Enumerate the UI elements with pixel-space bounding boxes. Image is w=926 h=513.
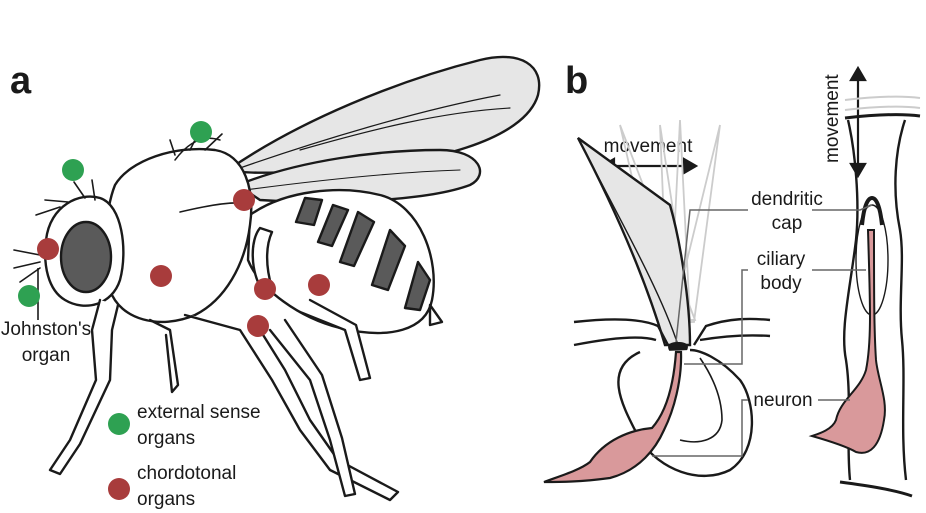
legend-chordotonal-line2: organs bbox=[137, 489, 195, 510]
socket bbox=[573, 317, 771, 347]
fly-drawing bbox=[13, 55, 541, 502]
external-sense-organ-dot bbox=[62, 159, 84, 181]
panel-b-letter: b bbox=[565, 60, 588, 102]
dendritic-cap-socket bbox=[668, 342, 688, 352]
chordotonal-organ-dot bbox=[247, 315, 269, 337]
ciliary-body-label-line1: ciliary bbox=[757, 249, 806, 270]
movement-vertical-label: movement bbox=[822, 74, 843, 163]
chordotonal-organ-dot bbox=[308, 274, 330, 296]
panel-a-letter: a bbox=[10, 60, 32, 102]
chordotonal-organ-dot bbox=[37, 238, 59, 260]
chordotonal-organ-dot bbox=[254, 278, 276, 300]
dendritic-cap-right bbox=[860, 195, 884, 226]
legend-green-dot bbox=[108, 413, 130, 435]
legend-external-line1: external sense bbox=[137, 402, 261, 423]
neuron-label: neuron bbox=[753, 390, 812, 411]
legend-chordotonal-line1: chordotonal bbox=[137, 463, 236, 484]
chordotonal-organ-dot bbox=[150, 265, 172, 287]
neuron-right bbox=[808, 229, 886, 454]
external-sense-organ-dot bbox=[190, 121, 212, 143]
legend-red-dot bbox=[108, 478, 130, 500]
label-lines bbox=[652, 204, 873, 457]
johnstons-label-line1: Johnston's bbox=[1, 319, 91, 340]
chordotonal-organ-dot bbox=[233, 189, 255, 211]
movement-vertical-arrow bbox=[849, 65, 867, 179]
dendritic-cap-label-line1: dendritic bbox=[751, 189, 823, 210]
neuron-left bbox=[543, 350, 683, 484]
johnstons-label-line2: organ bbox=[22, 345, 71, 366]
legend-external-line2: organs bbox=[137, 428, 195, 449]
dendritic-cap-label-line2: cap bbox=[772, 213, 803, 234]
external-sense-organ-dot bbox=[18, 285, 40, 307]
ciliary-body-label-line2: body bbox=[760, 273, 802, 294]
